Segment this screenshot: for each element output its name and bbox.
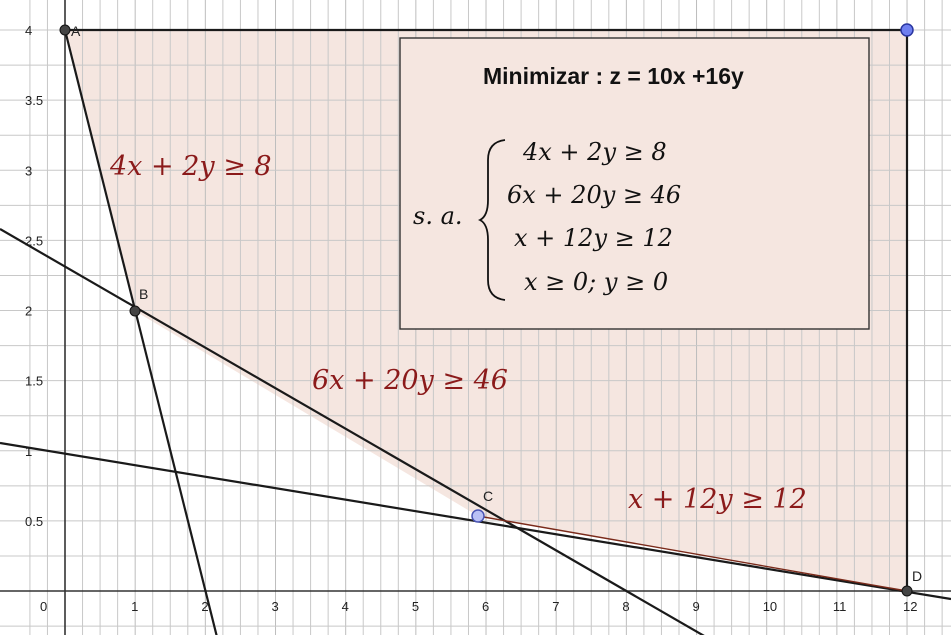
y-tick-label: 2.5 (25, 233, 43, 248)
label-constraint-3: x + 12y ≥ 12 (628, 484, 807, 515)
x-tick-label: 5 (412, 599, 419, 614)
y-tick-label: 1.5 (25, 374, 43, 389)
line-4x-2y-8 (63, 29, 218, 635)
point-b[interactable] (129, 305, 141, 317)
x-tick-label: 0 (40, 599, 47, 614)
brace (477, 139, 506, 301)
label-constraint-2: 6x + 20y ≥ 46 (312, 365, 508, 396)
point-d-label: D (912, 568, 922, 584)
objective-title: Minimizar : z = 10x +16y (483, 63, 744, 89)
box-constraint-2: 6x + 20y ≥ 46 (507, 181, 681, 209)
y-tick-label: 1 (25, 444, 32, 459)
x-tick-label: 11 (833, 599, 847, 614)
y-tick-label: 3.5 (25, 93, 43, 108)
point-a[interactable] (59, 24, 71, 36)
x-tick-label: 3 (272, 599, 279, 614)
point-c-label: C (483, 488, 493, 504)
subject-to-label: s. a. (413, 202, 463, 230)
point-a-label: A (71, 23, 81, 39)
x-tick-label: 6 (482, 599, 489, 614)
point-c[interactable] (471, 509, 485, 523)
box-constraint-4: x ≥ 0; y ≥ 0 (524, 268, 668, 296)
box-constraint-1: 4x + 2y ≥ 8 (522, 138, 667, 166)
x-tick-label: 12 (903, 599, 917, 614)
x-tick-label: 1 (131, 599, 138, 614)
y-tick-label: 4 (25, 23, 32, 38)
x-tick-label: 7 (552, 599, 559, 614)
y-tick-label: 0.5 (25, 514, 43, 529)
label-constraint-1: 4x + 2y ≥ 8 (109, 151, 272, 182)
x-tick-label: 2 (201, 599, 208, 614)
x-tick-label: 9 (693, 599, 700, 614)
box-constraint-3: x + 12y ≥ 12 (514, 224, 673, 252)
x-tick-label: 8 (622, 599, 629, 614)
top-right-point[interactable] (900, 23, 914, 37)
point-b-label: B (139, 286, 148, 302)
y-tick-label: 3 (25, 163, 32, 178)
x-tick-label: 10 (763, 599, 777, 614)
y-tick-labels: 0.5 1 1.5 2 2.5 3 3.5 4 (25, 23, 43, 529)
x-tick-label: 4 (342, 599, 349, 614)
line-6x-20y-46 (0, 228, 705, 635)
point-d[interactable] (901, 585, 913, 597)
edge-c-d (477, 515, 908, 592)
y-tick-label: 2 (25, 304, 32, 319)
problem-box: Minimizar : z = 10x +16y s. a. 4x + 2y ≥… (399, 37, 870, 330)
